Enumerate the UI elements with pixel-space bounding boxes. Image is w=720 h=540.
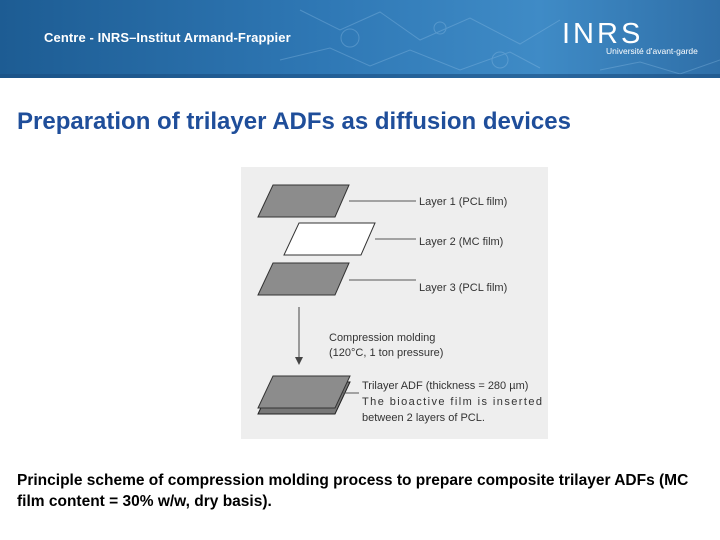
process-arrow-head bbox=[295, 357, 303, 365]
logo-tagline: Université d'avant-garde bbox=[606, 46, 698, 56]
layer2-film bbox=[283, 222, 376, 256]
institute-name: Centre - INRS–Institut Armand-Frappier bbox=[44, 30, 291, 45]
layer1-film bbox=[257, 184, 350, 218]
result-line1: Trilayer ADF (thickness = 280 µm) bbox=[362, 380, 528, 392]
result-line3: between 2 layers of PCL. bbox=[362, 412, 485, 424]
result-line2: The bioactive film is inserted bbox=[362, 396, 542, 408]
layer1-label: Layer 1 (PCL film) bbox=[419, 196, 507, 208]
process-line1: Compression molding bbox=[329, 332, 435, 344]
layer2-label: Layer 2 (MC film) bbox=[419, 236, 503, 248]
figure-caption: Principle scheme of compression molding … bbox=[17, 472, 689, 510]
banner-pattern bbox=[0, 9, 720, 78]
trilayer-film-top bbox=[257, 375, 351, 409]
process-diagram: Layer 1 (PCL film) Layer 2 (MC film) Lay… bbox=[241, 167, 548, 439]
layer3-label: Layer 3 (PCL film) bbox=[419, 282, 507, 294]
layer3-film bbox=[257, 262, 350, 296]
diagram-svg: Layer 1 (PCL film) Layer 2 (MC film) Lay… bbox=[257, 184, 542, 424]
slide-title: Preparation of trilayer ADFs as diffusio… bbox=[17, 108, 571, 135]
inrs-logo: INRS Université d'avant-garde bbox=[562, 18, 702, 62]
header-banner: Centre - INRS–Institut Armand-Frappier I… bbox=[0, 0, 720, 78]
logo-wordmark: INRS bbox=[562, 18, 644, 50]
process-line2: (120°C, 1 ton pressure) bbox=[329, 347, 443, 359]
